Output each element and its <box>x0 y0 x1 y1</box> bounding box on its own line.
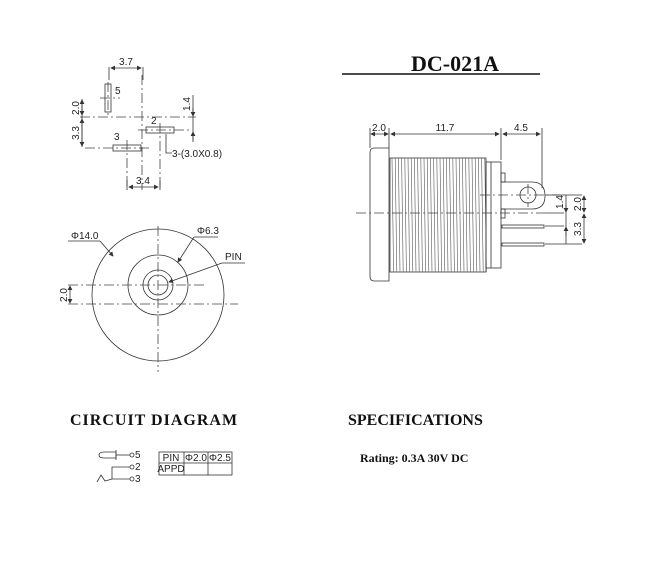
thread-line <box>391 157 394 273</box>
dim-3-7: 3.7 <box>119 57 133 68</box>
pin-label: PIN <box>225 252 242 263</box>
front-view: Φ14.0 Φ6.3 PIN 2.0 <box>59 226 245 372</box>
dim-outer-diameter: Φ14.0 <box>71 231 99 242</box>
thread-line <box>439 157 442 273</box>
dim-2-0-left: 2.0 <box>71 101 82 115</box>
dim-inner-diameter: Φ6.3 <box>197 226 219 237</box>
table-cell-appd: APPD <box>157 464 184 475</box>
pad-5 <box>104 83 112 113</box>
terminal-3: 3 <box>135 474 141 485</box>
pin-label-2: 2 <box>151 116 157 127</box>
thread-line <box>426 157 430 273</box>
thread-line <box>433 157 436 273</box>
pin-table: PIN Φ2.0 Φ2.5 APPD <box>157 451 233 476</box>
pin-label-3: 3 <box>114 132 120 143</box>
thread-line <box>414 157 417 273</box>
thread-line <box>436 157 439 273</box>
pad-3 <box>112 144 142 152</box>
dim-offset: 2.0 <box>59 288 70 302</box>
dim-body: 11.7 <box>436 123 455 134</box>
thread-line <box>471 157 474 273</box>
thread-line <box>455 157 458 273</box>
table-header-2-0: Φ2.0 <box>185 453 207 464</box>
thread-line <box>449 157 452 273</box>
hole-note: 3-(3.0X0.8) <box>172 149 222 160</box>
thread-line <box>430 157 433 273</box>
specs-heading: SPECIFICATIONS <box>348 412 483 429</box>
thread-line <box>462 157 465 273</box>
thread-line <box>446 157 449 273</box>
thread-line <box>474 157 478 273</box>
thread-line <box>417 157 420 273</box>
side-view: 2.0 11.7 4.5 1.4 2.0 3.3 <box>356 123 587 282</box>
pcb-footprint: 3.7 3.4 2.0 3.3 1.4 5 2 3 3-(3.0X0.8) <box>71 57 222 190</box>
dim-right-2-0: 2.0 <box>573 197 584 211</box>
thread-line <box>465 157 468 273</box>
pad-2 <box>145 126 175 134</box>
part-title: DC-021A <box>411 51 499 76</box>
dim-right-3-3: 3.3 <box>573 222 584 236</box>
thread-line <box>468 157 471 273</box>
pin-label-5: 5 <box>115 86 121 97</box>
thread-line <box>478 157 481 273</box>
thread-line <box>481 157 484 273</box>
dim-tail: 4.5 <box>514 123 528 134</box>
dim-3-4: 3.4 <box>136 176 150 187</box>
thread-line <box>398 157 401 273</box>
table-header-pin: PIN <box>163 453 180 464</box>
thread-line <box>458 157 462 273</box>
dim-3-3-left: 3.3 <box>71 126 82 140</box>
table-header-2-5: Φ2.5 <box>209 453 231 464</box>
circuit-heading: CIRCUIT DIAGRAM <box>70 412 238 429</box>
thread-line <box>420 157 423 273</box>
dim-flange: 2.0 <box>372 123 386 134</box>
circuit-symbol: 5 2 3 <box>96 450 141 485</box>
thread-line <box>410 157 414 273</box>
terminal-2: 2 <box>135 462 141 473</box>
specs-rating: Rating: 0.3A 30V DC <box>360 451 468 465</box>
thread-line <box>452 157 455 273</box>
thread-line <box>423 157 426 273</box>
thread-line <box>404 157 407 273</box>
terminal-5: 5 <box>135 450 141 461</box>
thread-line <box>442 157 446 273</box>
thread-line <box>407 157 410 273</box>
dim-right-1-4: 1.4 <box>555 195 566 209</box>
dim-1-4: 1.4 <box>182 97 193 111</box>
thread-line <box>394 157 398 273</box>
thread-line <box>401 157 404 273</box>
